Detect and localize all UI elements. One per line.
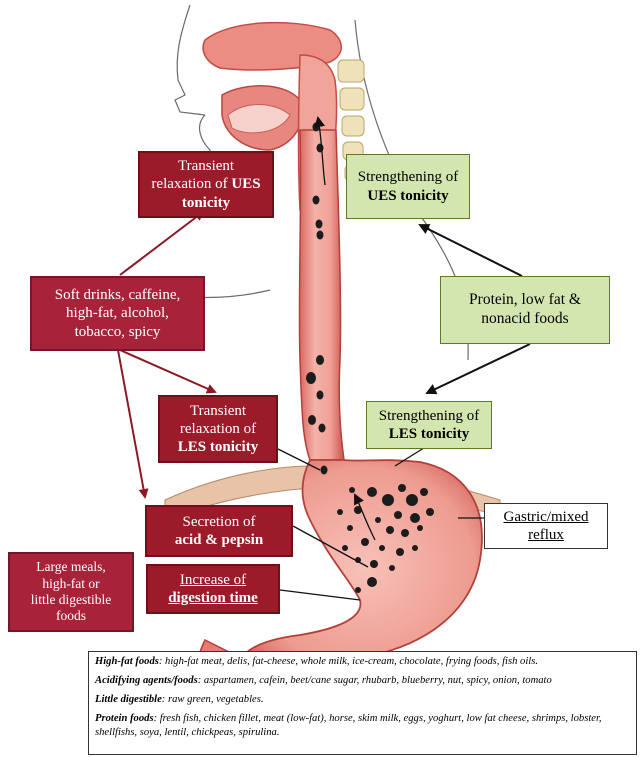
- ues-strength-line1: Strengthening of: [358, 168, 458, 186]
- ues-relax-line2-bold: UES: [231, 176, 260, 192]
- legend-text: : aspartamen, cafein, beet/cane sugar, r…: [198, 675, 552, 686]
- meals-line2: high-fat or: [42, 576, 99, 592]
- legend-key: High-fat foods: [95, 656, 159, 667]
- legend-text: : high-fat meat, delis, fat-cheese, whol…: [159, 656, 538, 667]
- reflux-line2: reflux: [528, 526, 564, 544]
- triggers-box: Soft drinks, caffeine, high-fat, alcohol…: [30, 276, 205, 351]
- meals-line1: Large meals,: [36, 559, 105, 575]
- legend-key: Acidifying agents/foods: [95, 675, 198, 686]
- legend-text: : fresh fish, chicken fillet, meat (low-…: [95, 713, 602, 738]
- meals-line3: little digestible: [31, 592, 112, 608]
- ues-relax-line3: tonicity: [182, 194, 230, 212]
- ues-strength-line2: UES tonicity: [367, 187, 448, 205]
- triggers-line1: Soft drinks, caffeine,: [55, 286, 181, 304]
- legend-text: : raw green, vegetables.: [162, 694, 264, 705]
- les-strength-line2: LES tonicity: [389, 425, 469, 443]
- food-legend: High-fat foods: high-fat meat, delis, fa…: [88, 651, 637, 755]
- large-meals-box: Large meals, high-fat or little digestib…: [8, 552, 134, 632]
- ues-strengthening-box: Strengthening of UES tonicity: [346, 154, 470, 219]
- les-relax-line3: LES tonicity: [178, 438, 258, 456]
- esophagus: [299, 130, 344, 460]
- gastric-reflux-box: Gastric/mixed reflux: [484, 503, 608, 549]
- les-strength-line1: Strengthening of: [379, 407, 479, 425]
- les-relax-line2: relaxation of: [180, 420, 256, 438]
- les-strengthening-box: Strengthening of LES tonicity: [366, 401, 492, 449]
- triggers-line2: high-fat, alcohol,: [66, 304, 169, 322]
- legend-key: Little digestible: [95, 694, 162, 705]
- protein-line2: nonacid foods: [481, 310, 568, 329]
- ues-relax-line1: Transient: [178, 157, 234, 175]
- meals-line4: foods: [56, 608, 86, 624]
- digestion-line2: digestion time: [168, 589, 258, 607]
- reflux-line1: Gastric/mixed: [504, 508, 589, 526]
- digestion-time-box: Increase of digestion time: [146, 564, 280, 614]
- acid-pepsin-box: Secretion of acid & pepsin: [145, 505, 293, 557]
- legend-row: Acidifying agents/foods: aspartamen, caf…: [95, 674, 630, 688]
- legend-key: Protein foods: [95, 713, 154, 724]
- acid-line1: Secretion of: [183, 513, 256, 531]
- protein-line1: Protein, low fat &: [469, 291, 581, 310]
- triggers-line3: tobacco, spicy: [75, 323, 161, 341]
- acid-line2: acid & pepsin: [175, 531, 263, 549]
- digestion-line1: Increase of: [180, 571, 246, 589]
- ues-relaxation-box: Transient relaxation of UES tonicity: [138, 151, 274, 218]
- legend-row: Protein foods: fresh fish, chicken fille…: [95, 712, 630, 740]
- les-relaxation-box: Transient relaxation of LES tonicity: [158, 395, 278, 463]
- legend-row: High-fat foods: high-fat meat, delis, fa…: [95, 655, 630, 669]
- legend-row: Little digestible: raw green, vegetables…: [95, 693, 630, 707]
- ues-relax-line2: relaxation of: [151, 176, 231, 192]
- protein-foods-box: Protein, low fat & nonacid foods: [440, 276, 610, 344]
- les-relax-line1: Transient: [190, 402, 246, 420]
